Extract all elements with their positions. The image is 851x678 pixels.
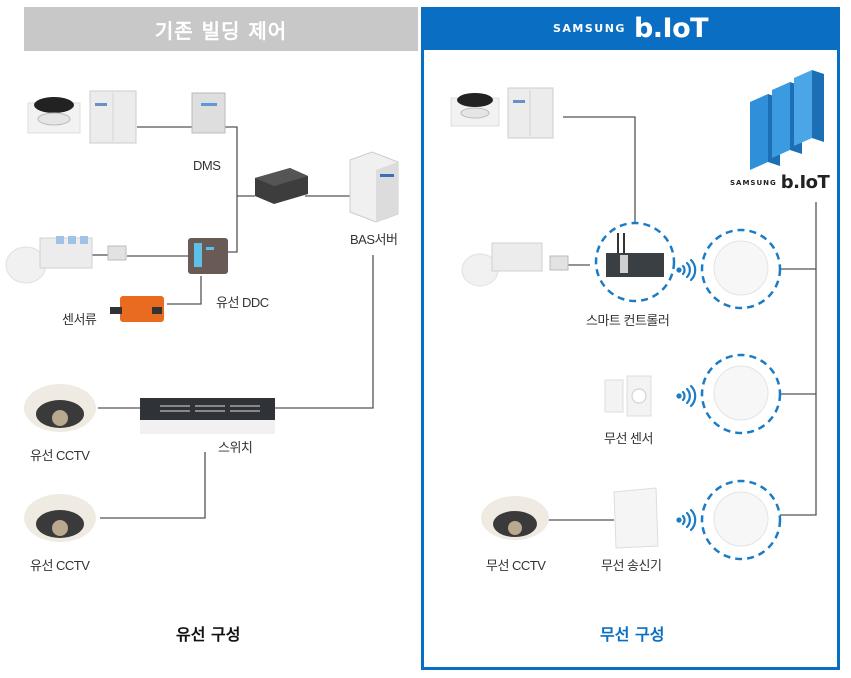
gateway-3-icon [700, 479, 782, 561]
server-samsung-text: SAMSUNG [730, 178, 777, 187]
wireless-cctv-icon [481, 496, 549, 540]
iot-outdoor-unit-icon [507, 87, 554, 139]
iot-cassette-ac-icon [450, 93, 500, 127]
actuator-icon [107, 245, 127, 261]
outdoor-unit-icon [89, 90, 137, 144]
dms-device-icon [191, 92, 226, 134]
wired-cctv-2-icon [24, 494, 96, 542]
samsung-logo-text: SAMSUNG [552, 22, 626, 35]
ahu-icon [5, 236, 93, 284]
line-switch-cctv2 [100, 452, 206, 519]
label-wireless-sensor: 무선 센서 [604, 431, 653, 446]
wired-cctv-1-icon [24, 384, 96, 432]
line-ac-controller [563, 116, 636, 222]
iot-server-brand: SAMSUNG b.IoT [730, 172, 830, 193]
wireless-sensor-icon [604, 375, 652, 417]
cassette-ac-icon [27, 97, 81, 134]
wired-ddc-icon [188, 238, 228, 274]
legacy-title: 기존 빌딩 제어 [154, 18, 288, 43]
network-switch-icon [140, 398, 275, 434]
gateway-2-icon [700, 353, 782, 435]
label-wired-cctv-1: 유선 CCTV [30, 448, 90, 463]
label-wired-ddc: 유선 DDC [216, 295, 269, 310]
network-hub-icon [255, 168, 308, 204]
legacy-header: 기존 빌딩 제어 [24, 7, 418, 51]
label-sensors: 센서류 [62, 312, 97, 327]
label-dms: DMS [193, 158, 221, 173]
label-switch: 스위치 [218, 440, 253, 455]
label-wireless-transmitter: 무선 송신기 [601, 558, 662, 573]
label-wired-cctv-2: 유선 CCTV [30, 558, 90, 573]
line-ddc-sensor [167, 276, 202, 305]
iot-section-title: 무선 구성 [600, 625, 665, 644]
line-gateway-bus [780, 202, 817, 516]
bas-server-icon [349, 151, 399, 223]
iot-server-icon [750, 70, 824, 170]
iot-ahu-icon [461, 242, 543, 287]
server-biot-text: b.IoT [780, 172, 830, 193]
wifi-signal-icon [676, 508, 697, 532]
label-bas-server: BAS서버 [350, 232, 398, 247]
line-dms-ddc [225, 126, 238, 253]
legacy-connections [92, 126, 374, 519]
wifi-signal-icon [676, 384, 697, 408]
legacy-section-title: 유선 구성 [176, 625, 241, 644]
iot-actuator-icon [549, 255, 569, 271]
smart-controller-icon [594, 221, 676, 303]
wifi-signal-icon [676, 258, 697, 282]
wireless-transmitter-icon [613, 487, 659, 549]
label-wireless-cctv: 무선 CCTV [486, 558, 546, 573]
iot-connections [530, 116, 817, 521]
line-bas-switch [275, 255, 374, 409]
iot-header: SAMSUNG b.IoT [421, 7, 840, 50]
biot-logo-text: b.IoT [633, 13, 709, 44]
sensor-box-icon [110, 296, 164, 322]
label-smart-controller: 스마트 컨트롤러 [586, 313, 670, 328]
gateway-1-icon [700, 228, 782, 310]
